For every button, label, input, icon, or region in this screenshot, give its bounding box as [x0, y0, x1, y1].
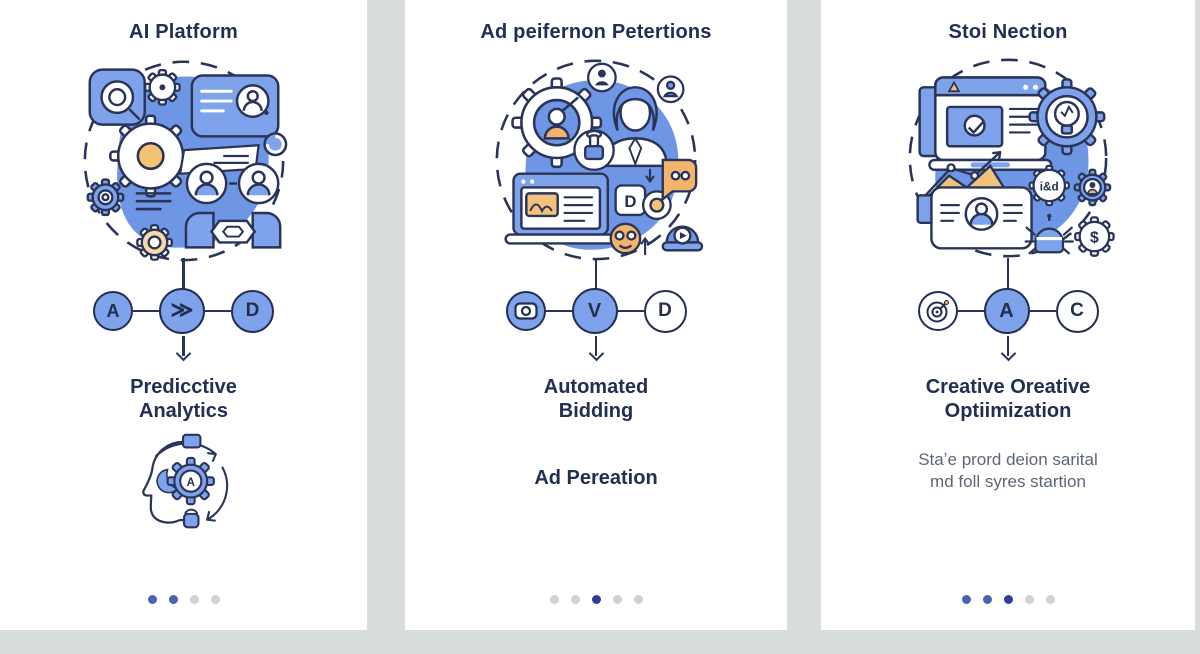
- pagination-dot[interactable]: [210, 595, 220, 604]
- step-label: ≫: [170, 297, 194, 322]
- pagination-dot[interactable]: [549, 595, 559, 604]
- card-heading: Creative Oreative Optiimization: [926, 375, 1091, 423]
- people-badge-label: i&d: [1040, 180, 1059, 193]
- heading-line: Bidding: [558, 400, 634, 422]
- step-flow: A C: [917, 288, 1099, 334]
- card-heading: Automated Bidding: [544, 375, 648, 423]
- connector-line: [617, 309, 644, 313]
- down-arrow: [588, 336, 604, 362]
- connector-line: [957, 309, 984, 313]
- pagination-dot[interactable]: [1024, 595, 1034, 604]
- down-arrow: [175, 336, 192, 362]
- step-flow: A ≫ D: [93, 288, 274, 334]
- heading-line: Automated: [543, 376, 649, 398]
- subtitle-line: Staʼe prord deion sarital: [918, 450, 1098, 469]
- pagination-dot[interactable]: [147, 595, 157, 604]
- card-subtitle: Staʼe prord deion sarital md foll syres …: [918, 449, 1098, 493]
- step-node-c: C: [1055, 289, 1099, 333]
- ai-platform-collage-svg: [83, 60, 287, 262]
- onboarding-card-creative-optimization: Stoi Nection: [821, 0, 1195, 630]
- d-tile-label: D: [624, 192, 636, 211]
- heading-line: Predicctive: [130, 376, 237, 398]
- creative-optimization-illustration: i&d: [900, 50, 1116, 266]
- target-pencil-icon: [917, 291, 958, 331]
- step-label: D: [245, 300, 260, 321]
- connector-line: [594, 258, 598, 290]
- connector-line: [1029, 309, 1056, 313]
- step-label: A: [999, 299, 1014, 322]
- pagination-dot[interactable]: [612, 595, 622, 604]
- mini-gear-label: A: [186, 477, 195, 489]
- pagination-dot[interactable]: [1003, 595, 1013, 604]
- step-label: V: [587, 299, 602, 322]
- camera-glyph: [513, 302, 538, 320]
- step-label: A: [106, 300, 120, 321]
- step-node-a: A: [983, 288, 1030, 334]
- creative-optimization-collage-svg: i&d: [908, 58, 1115, 258]
- pagination-dot[interactable]: [633, 595, 643, 604]
- connector-line: [133, 309, 159, 313]
- ad-performance-illustration: D: [488, 50, 704, 266]
- pagination-dot[interactable]: [570, 595, 580, 604]
- target-glyph: [926, 300, 949, 323]
- onboarding-card-ai-platform: AI Platform: [0, 0, 367, 630]
- step-label: C: [1070, 300, 1084, 321]
- step-node-a: A: [93, 291, 133, 331]
- arrowhead-icon: [588, 345, 604, 362]
- pagination-dots: [961, 595, 1055, 604]
- camera-icon: [505, 291, 546, 331]
- card-title: Stoi Nection: [948, 21, 1068, 43]
- pagination-dots: [147, 595, 220, 604]
- connector-line: [1006, 258, 1010, 290]
- arrowhead-icon: [175, 345, 192, 362]
- heading-line: Optiimization: [944, 400, 1072, 422]
- pagination-dot[interactable]: [168, 595, 178, 604]
- onboarding-card-ad-performance: Ad peifernon Petertions: [405, 0, 787, 630]
- pagination-dot[interactable]: [591, 595, 601, 604]
- step-flow: V D: [505, 288, 687, 334]
- card-subheading: Ad Pereation: [534, 467, 658, 489]
- pagination-dots: [549, 595, 643, 604]
- step-label: D: [658, 300, 672, 321]
- pagination-dot[interactable]: [961, 595, 971, 604]
- fast-forward-icon: ≫: [159, 288, 205, 334]
- connector-line: [182, 258, 185, 290]
- step-node-d: D: [231, 289, 274, 333]
- pagination-dot[interactable]: [189, 595, 199, 604]
- pagination-dot[interactable]: [1045, 595, 1055, 604]
- ai-platform-illustration: [76, 50, 292, 266]
- step-node-v: V: [571, 288, 618, 334]
- heading-line: Creative Oreative: [925, 376, 1091, 398]
- card-title: Ad peifernon Petertions: [480, 21, 712, 43]
- head-gear-illustration: A: [131, 431, 237, 537]
- card-title: AI Platform: [129, 21, 238, 43]
- arrowhead-icon: [1000, 345, 1016, 362]
- dollar-label: $: [1090, 229, 1099, 246]
- pagination-dot[interactable]: [982, 595, 992, 604]
- head-gear-svg: A: [141, 433, 228, 529]
- connector-line: [205, 309, 231, 313]
- down-arrow: [1000, 336, 1016, 362]
- heading-line: Analytics: [139, 400, 228, 422]
- step-node-d: D: [643, 289, 687, 333]
- card-heading: Predicctive Analytics: [130, 375, 237, 423]
- connector-line: [545, 309, 572, 313]
- subtitle-line: md foll syres startion: [930, 472, 1086, 491]
- ad-performance-collage-svg: D: [495, 59, 704, 261]
